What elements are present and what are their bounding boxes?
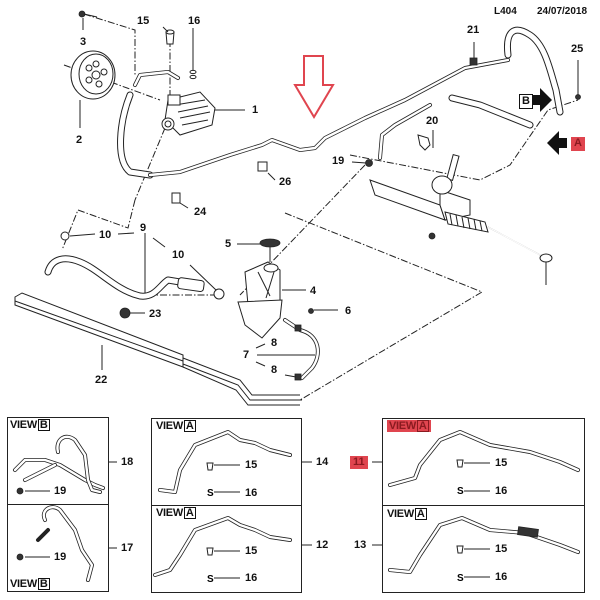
clamp-10b (213, 288, 225, 300)
view-a-11-subpart-15[interactable]: 15 (495, 457, 508, 469)
nut-23 (119, 307, 131, 319)
callout-20[interactable]: 20 (426, 115, 439, 127)
power-steering-pump (161, 91, 216, 136)
view-a-12-subpart-16[interactable]: 16 (245, 572, 258, 584)
view-a-marker[interactable]: A (571, 137, 585, 151)
callout-21[interactable]: 21 (467, 24, 480, 36)
view-a-11-subpart-16[interactable]: 16 (495, 485, 508, 497)
oring-16 (189, 69, 197, 80)
svg-text:S: S (207, 574, 214, 585)
bolt-25 (575, 60, 581, 100)
callout-23[interactable]: 23 (149, 308, 162, 320)
view-letter: A (183, 507, 196, 519)
view-b-marker[interactable]: B (519, 94, 533, 109)
view-a-12-subpart-15[interactable]: 15 (245, 545, 258, 557)
clip-24 (171, 192, 181, 204)
fluid-reservoir (237, 261, 283, 339)
view-a-11-part-number[interactable]: 11 (350, 456, 368, 469)
callout-22[interactable]: 22 (95, 374, 108, 386)
clip-26 (257, 161, 268, 172)
fluid-cooler (14, 292, 302, 406)
fitting-15 (165, 29, 175, 45)
svg-text:S: S (457, 486, 464, 497)
leader-lines (69, 18, 475, 378)
view-letter: A (414, 508, 427, 520)
svg-text:S: S (457, 573, 464, 584)
clamp-10 (60, 231, 70, 241)
view-b-17-subpart-19[interactable]: 19 (54, 551, 67, 563)
view-word: VIEW (10, 578, 37, 590)
reservoir-cap (259, 238, 281, 262)
inset-hoses: S S S S (13, 430, 580, 585)
view-a-13-subpart-15[interactable]: 15 (495, 543, 508, 555)
view-a-12-panel[interactable] (151, 505, 302, 593)
callout-8-lower[interactable]: 8 (271, 364, 278, 376)
view-b-17-panel[interactable] (7, 504, 109, 592)
view-word: VIEW (387, 508, 414, 520)
callout-6[interactable]: 6 (345, 305, 352, 317)
view-b-17-part-number[interactable]: 17 (121, 542, 134, 554)
view-a-13-part-number[interactable]: 13 (354, 539, 367, 551)
clip-21 (469, 57, 478, 66)
callout-1[interactable]: 1 (252, 104, 259, 116)
callout-10-right[interactable]: 10 (172, 249, 185, 261)
callout-15[interactable]: 15 (137, 15, 150, 27)
view-letter: B (37, 578, 50, 590)
view-a-pointer-arrow-icon (547, 131, 567, 155)
view-letter: B (37, 419, 50, 431)
view-a-13-subpart-16[interactable]: 16 (495, 571, 508, 583)
callout-16[interactable]: 16 (188, 15, 201, 27)
callout-5[interactable]: 5 (225, 238, 232, 250)
callout-8-upper[interactable]: 8 (271, 337, 278, 349)
view-b-pointer-arrow-icon (532, 88, 552, 112)
view-word: VIEW (156, 507, 183, 519)
callout-24[interactable]: 24 (194, 206, 207, 218)
diagram-date: 24/07/2018 (537, 6, 588, 17)
callout-10-left[interactable]: 10 (99, 229, 112, 241)
view-b-18-subpart-19[interactable]: 19 (54, 485, 67, 497)
callout-4[interactable]: 4 (310, 285, 317, 297)
callout-9[interactable]: 9 (140, 222, 147, 234)
view-a-14-subpart-15[interactable]: 15 (245, 459, 258, 471)
steering-rack (369, 154, 553, 285)
callout-7[interactable]: 7 (243, 349, 250, 361)
pump-pulley (70, 50, 116, 100)
callout-25[interactable]: 25 (571, 43, 584, 55)
view-letter: A (183, 420, 196, 432)
callout-26[interactable]: 26 (279, 176, 292, 188)
view-letter: A (416, 420, 429, 432)
view-word: VIEW (10, 419, 37, 431)
diagram-code: L404 (494, 6, 517, 17)
view-word: VIEW (389, 420, 416, 432)
svg-text:S: S (207, 488, 214, 499)
inset-leaders (25, 461, 490, 579)
view-a-13-panel[interactable] (382, 505, 585, 593)
callout-19[interactable]: 19 (332, 155, 345, 167)
clip-19 (365, 159, 373, 167)
bolt-6 (308, 308, 314, 314)
view-a-12-part-number[interactable]: 12 (316, 539, 329, 551)
highlight-down-arrow-icon (293, 55, 335, 119)
bracket-20 (417, 134, 431, 151)
callout-2[interactable]: 2 (76, 134, 83, 146)
view-b-18-part-number[interactable]: 18 (121, 456, 134, 468)
view-word: VIEW (156, 420, 183, 432)
view-a-14-part-number[interactable]: 14 (316, 456, 329, 468)
bolt-part (78, 10, 98, 18)
view-a-14-subpart-16[interactable]: 16 (245, 487, 258, 499)
callout-3[interactable]: 3 (80, 36, 87, 48)
